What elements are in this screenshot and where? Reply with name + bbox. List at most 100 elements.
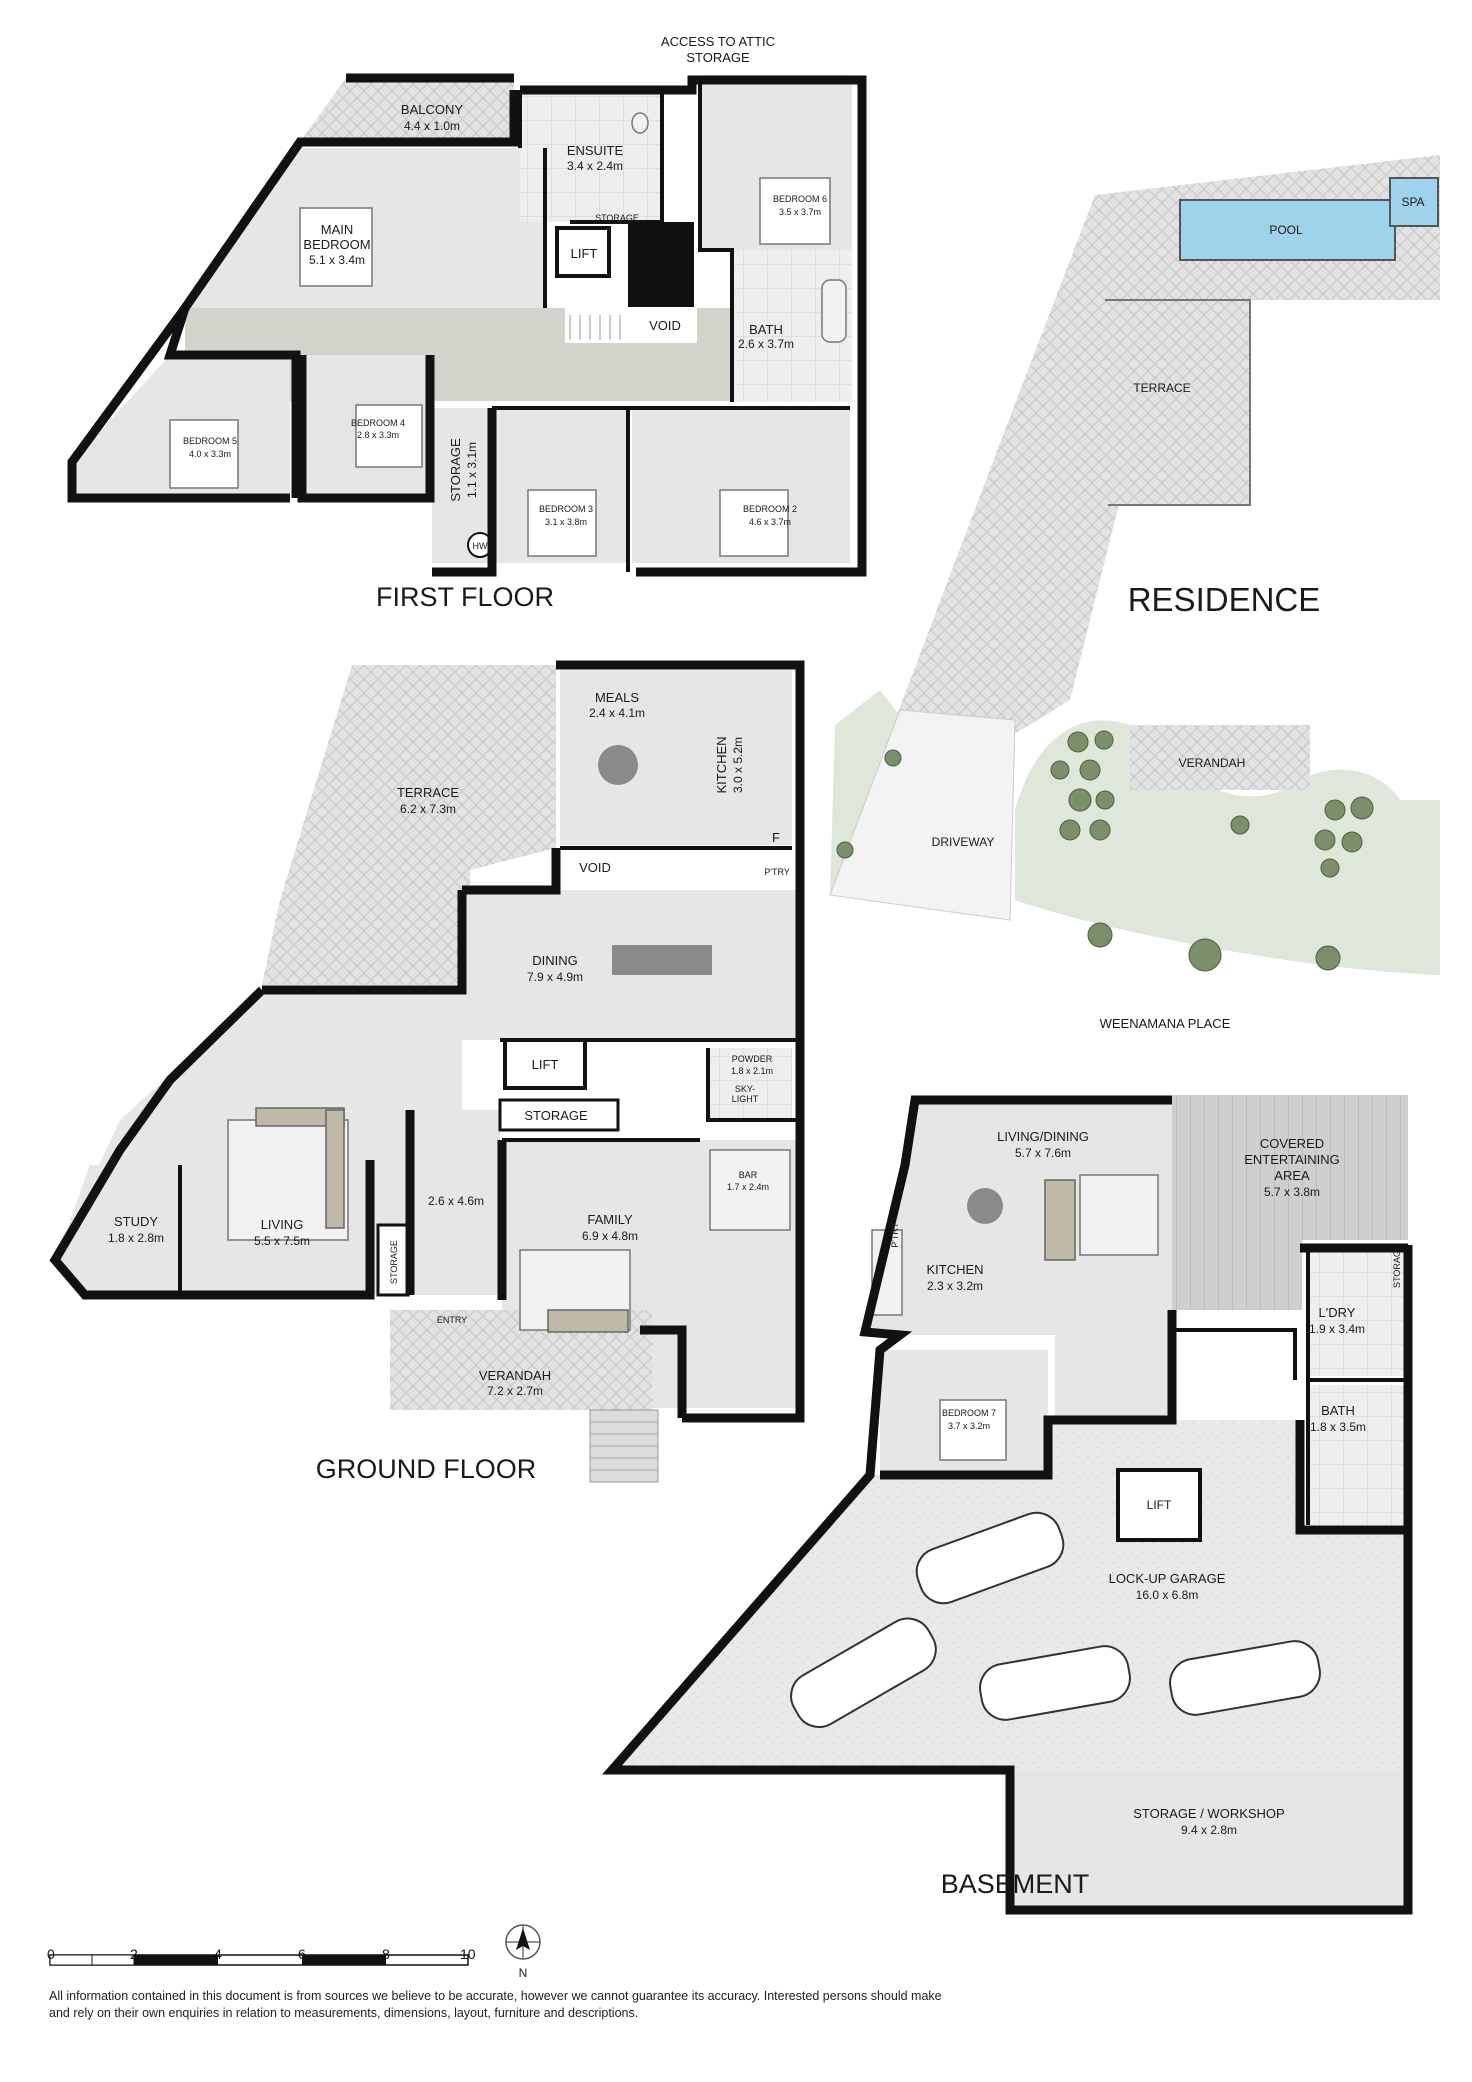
site-trees: [836, 730, 1374, 972]
first-storage2-label: STORAGE: [448, 438, 463, 502]
balcony-label: BALCONY: [401, 102, 463, 117]
living-sofa-side: [325, 1109, 345, 1229]
basement-lift: [1116, 1468, 1202, 1542]
bathtub: [821, 279, 847, 343]
meals-dim: 2.4 x 4.1m: [589, 706, 645, 720]
verandah-dim: 7.2 x 2.7m: [487, 1384, 543, 1398]
site-driveway: [829, 709, 1016, 921]
dining-label: DINING: [532, 953, 578, 968]
kitchen-label: KITCHEN: [714, 736, 729, 793]
car-1: [915, 1511, 1065, 1605]
basement-lift-label: LIFT: [1147, 1498, 1172, 1512]
bedroom6-bed: [759, 177, 831, 245]
bar-label: BAR: [739, 1170, 758, 1180]
main-bedroom-label-2: BEDROOM: [303, 237, 370, 252]
site-verandah-label: VERANDAH: [1179, 756, 1246, 770]
first-storage2-dim: 1.1 x 3.1m: [465, 442, 479, 498]
driveway-label: DRIVEWAY: [932, 835, 995, 849]
bar-counter: [709, 1149, 791, 1231]
ground-lift-label: LIFT: [532, 1057, 559, 1072]
first-void-label: VOID: [649, 318, 681, 333]
covered-label-3: AREA: [1274, 1168, 1310, 1183]
basement-bath-dim: 1.8 x 3.5m: [1310, 1420, 1366, 1434]
scale-bar: [49, 1954, 469, 1966]
study-label: STUDY: [114, 1214, 158, 1229]
balcony-deck: [300, 78, 514, 142]
bedroom7-dim: 3.7 x 3.2m: [948, 1421, 990, 1431]
pool: [1179, 199, 1396, 261]
workshop-floor: [1010, 1770, 1408, 1910]
scale-tick-0: 0: [47, 1946, 55, 1962]
void-first-floor: [565, 308, 697, 343]
terrace-dim: 6.2 x 7.3m: [400, 802, 456, 816]
basement-bath-label: BATH: [1321, 1403, 1355, 1418]
bedroom3-bed: [527, 489, 597, 557]
bedroom5-label: BEDROOM 5: [183, 436, 237, 446]
site-terrace-label: TERRACE: [1133, 381, 1190, 395]
basement-bath-floor: [1308, 1385, 1408, 1525]
bedroom7-label: BEDROOM 7: [942, 1408, 996, 1418]
lift-ground: [503, 1038, 587, 1090]
laundry-floor: [1308, 1248, 1408, 1376]
void-ground: [560, 850, 680, 880]
kitchen-dim: 3.0 x 5.2m: [731, 737, 745, 793]
north-label: N: [519, 1966, 528, 1980]
first-floor-title: FIRST FLOOR: [376, 582, 554, 612]
first-floor-plan: [67, 73, 867, 577]
ground-storage-label: STORAGE: [524, 1108, 588, 1123]
basement-kitchen-dim: 2.3 x 3.2m: [927, 1279, 983, 1293]
bedroom3-dim: 3.1 x 3.8m: [545, 517, 587, 527]
meals-label: MEALS: [595, 690, 639, 705]
garage-dim: 16.0 x 6.8m: [1136, 1588, 1199, 1602]
bedroom7-bed: [939, 1399, 1007, 1461]
bedroom2-bed: [719, 489, 789, 557]
bedroom2-label: BEDROOM 2: [743, 504, 797, 514]
dining-table: [612, 945, 712, 975]
scale-tick-2: 2: [130, 1946, 138, 1962]
skylight-label-2: LIGHT: [732, 1094, 759, 1104]
laundry-storage-label: STORAGE: [1392, 1244, 1402, 1288]
covered-entertaining-deck: [1172, 1095, 1408, 1310]
basement-living-dim: 5.7 x 7.6m: [1015, 1146, 1071, 1160]
fridge-label: F: [772, 830, 780, 845]
residence-outline: [1105, 299, 1251, 506]
laundry-dim: 1.9 x 3.4m: [1309, 1322, 1365, 1336]
storage-ground: [498, 1098, 620, 1132]
ensuite-toilet: [631, 112, 649, 134]
car-4: [1169, 1640, 1321, 1716]
site-plan: [829, 155, 1440, 975]
meals-kitchen-floor: [560, 670, 792, 845]
terrace-label: TERRACE: [397, 785, 459, 800]
first-floor-walls: [67, 73, 867, 577]
powder-floor: [710, 1048, 792, 1118]
bedroom4-bed: [355, 404, 423, 468]
basement-kitchen-label: KITCHEN: [926, 1262, 983, 1277]
first-lift-label: LIFT: [571, 246, 598, 261]
powder-dim: 1.8 x 2.1m: [731, 1066, 773, 1076]
bedroom2-dim: 4.6 x 3.7m: [749, 517, 791, 527]
workshop-dim: 9.4 x 2.8m: [1181, 1823, 1237, 1837]
stair-dark: [628, 222, 694, 307]
hall-floor: [410, 1110, 500, 1295]
study-floor: [55, 1165, 180, 1295]
pool-label: POOL: [1269, 223, 1303, 237]
main-bedroom-dim: 5.1 x 3.4m: [309, 253, 365, 267]
ensuite-label: ENSUITE: [567, 143, 624, 158]
ground-void-label: VOID: [579, 860, 611, 875]
bedroom6-label: BEDROOM 6: [773, 194, 827, 204]
attic-access-label-2: STORAGE: [686, 50, 750, 65]
first-bath-dim: 2.6 x 3.7m: [738, 337, 794, 351]
ground-floor-title: GROUND FLOOR: [316, 1454, 537, 1484]
scale-tick-8: 8: [382, 1946, 390, 1962]
spa-label: SPA: [1401, 195, 1424, 209]
car-3: [979, 1645, 1131, 1721]
living-label: LIVING: [261, 1217, 304, 1232]
covered-label-1: COVERED: [1260, 1136, 1324, 1151]
main-bed: [299, 207, 373, 287]
skylight-label-1: SKY-: [735, 1084, 755, 1094]
first-bath-label: BATH: [749, 322, 783, 337]
family-dim: 6.9 x 4.8m: [582, 1229, 638, 1243]
basement-plan: [602, 1095, 1413, 1915]
study-dim: 1.8 x 2.8m: [108, 1231, 164, 1245]
scale-tick-10: 10: [460, 1946, 476, 1962]
